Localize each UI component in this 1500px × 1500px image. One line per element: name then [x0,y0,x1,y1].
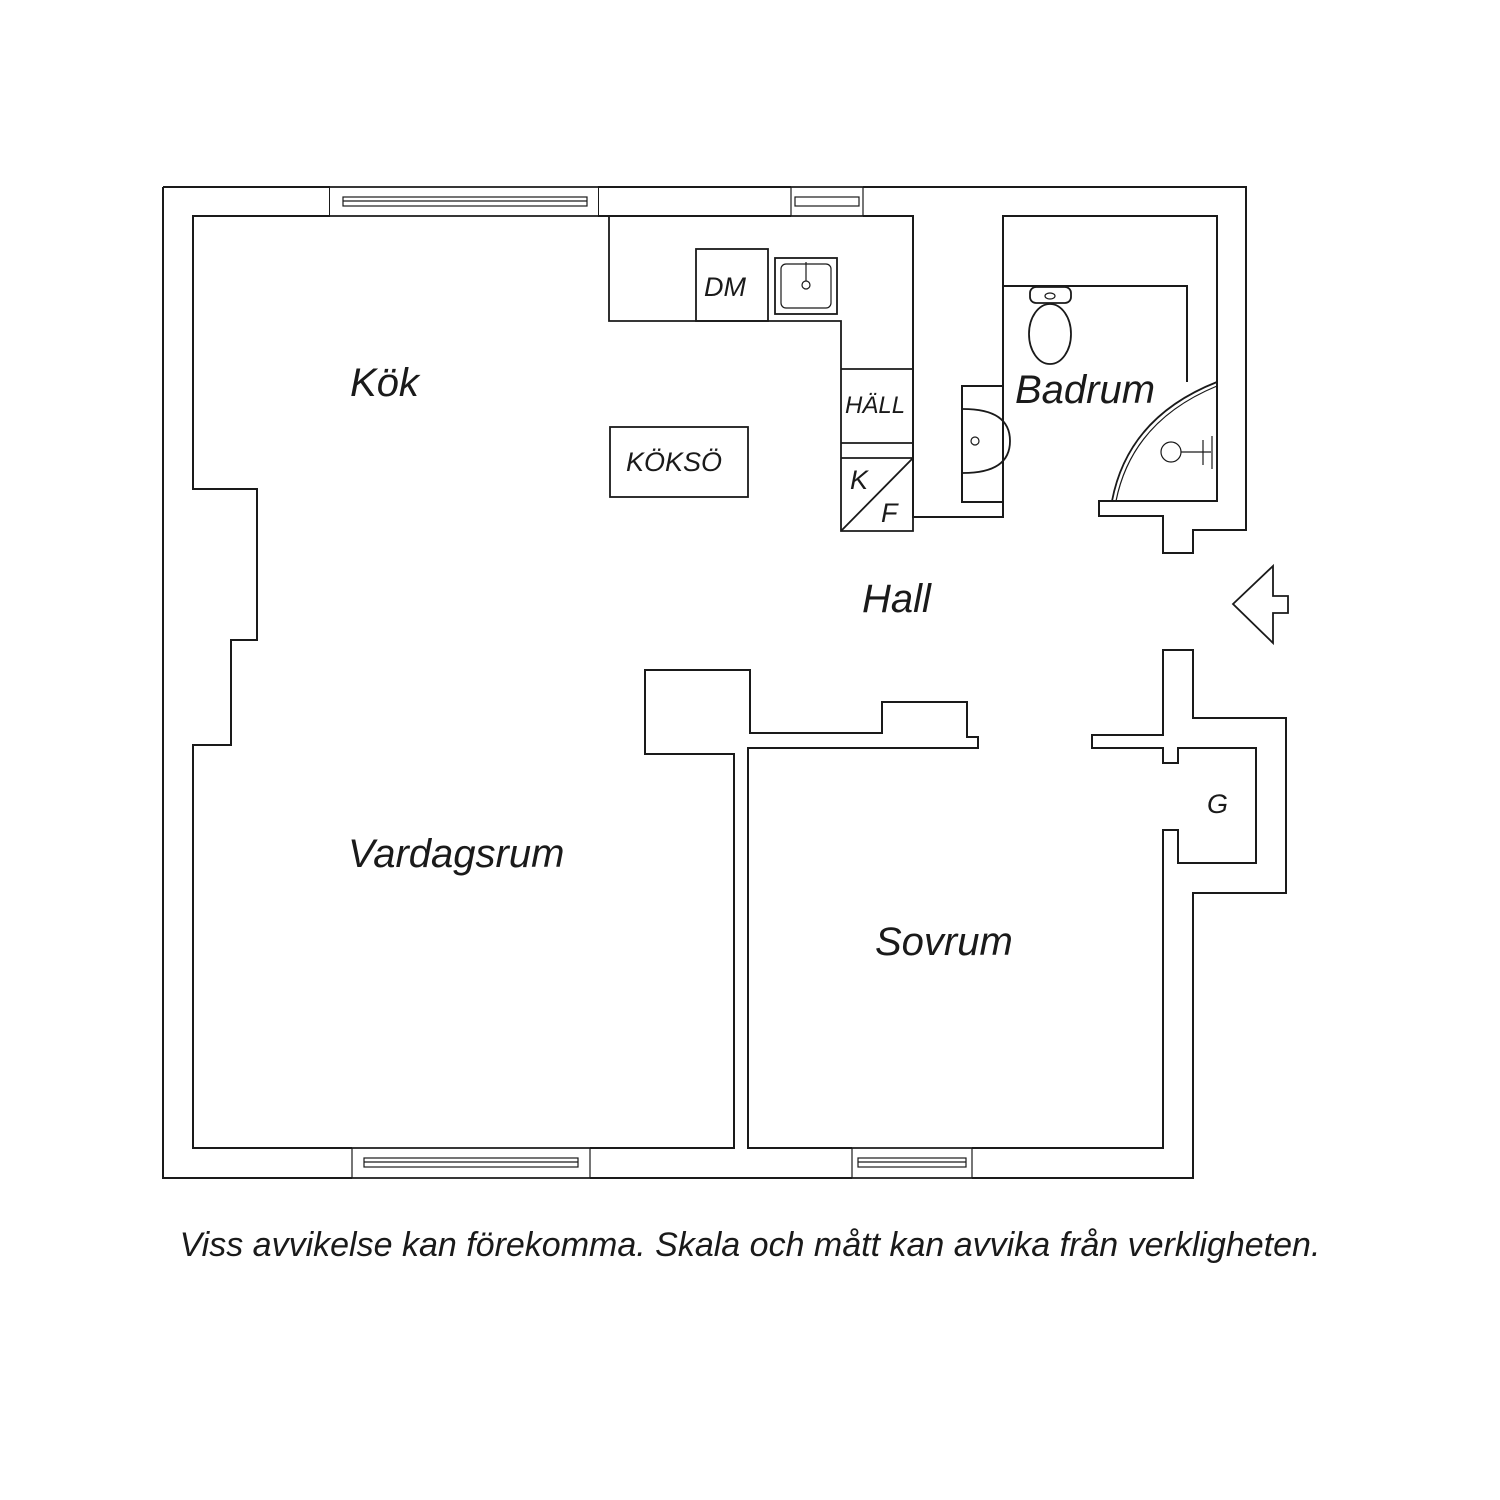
fixture-label-wardrobe: G [1207,789,1228,819]
fixture-label-kitchen-island: KÖKSÖ [626,447,722,477]
kitchen-island [609,426,749,498]
toilet-tank-icon [1029,286,1072,304]
room-label-kok: Kök [350,361,421,405]
disclaimer-text: Viss avvikelse kan förekomma. Skala och … [179,1226,1321,1264]
room-label-badrum: Badrum [1015,368,1155,412]
window-bottom-right [851,1146,973,1180]
room-label-vardagsrum: Vardagsrum [348,832,564,876]
fridge-freezer-diagonal [840,457,914,532]
toilet-bowl-icon [1028,303,1072,365]
fixture-label-fridge: K [850,465,869,495]
room-label-sovrum: Sovrum [875,920,1013,964]
entrance-arrow-icon [1231,563,1289,646]
window-top-left [330,185,598,218]
shower-screen-inner-icon [1115,385,1218,502]
fixture-label-freezer: F [881,498,899,528]
room-label-hall: Hall [862,577,932,621]
toilet-button-icon [1044,292,1056,300]
dishwasher-box [695,248,769,322]
bathroom-sink-icon [962,408,1011,474]
outer-wall-left [162,187,1287,1179]
shower-screen-icon [1111,381,1218,502]
sink-outer [774,257,838,315]
fixture-label-dishwasher: DM [704,272,746,302]
window-top-right [790,185,864,218]
sink-drain-icon [801,280,811,290]
kitchen-counter [608,216,914,532]
window-bottom-left [351,1146,591,1180]
bathroom-sink-wall [961,385,1003,503]
fixture-label-stove: HÄLL [845,392,905,419]
bathroom-sink-drain-icon [970,436,980,446]
bathroom-wall-inner [1002,216,1188,382]
shower-head-icon [1160,441,1182,463]
